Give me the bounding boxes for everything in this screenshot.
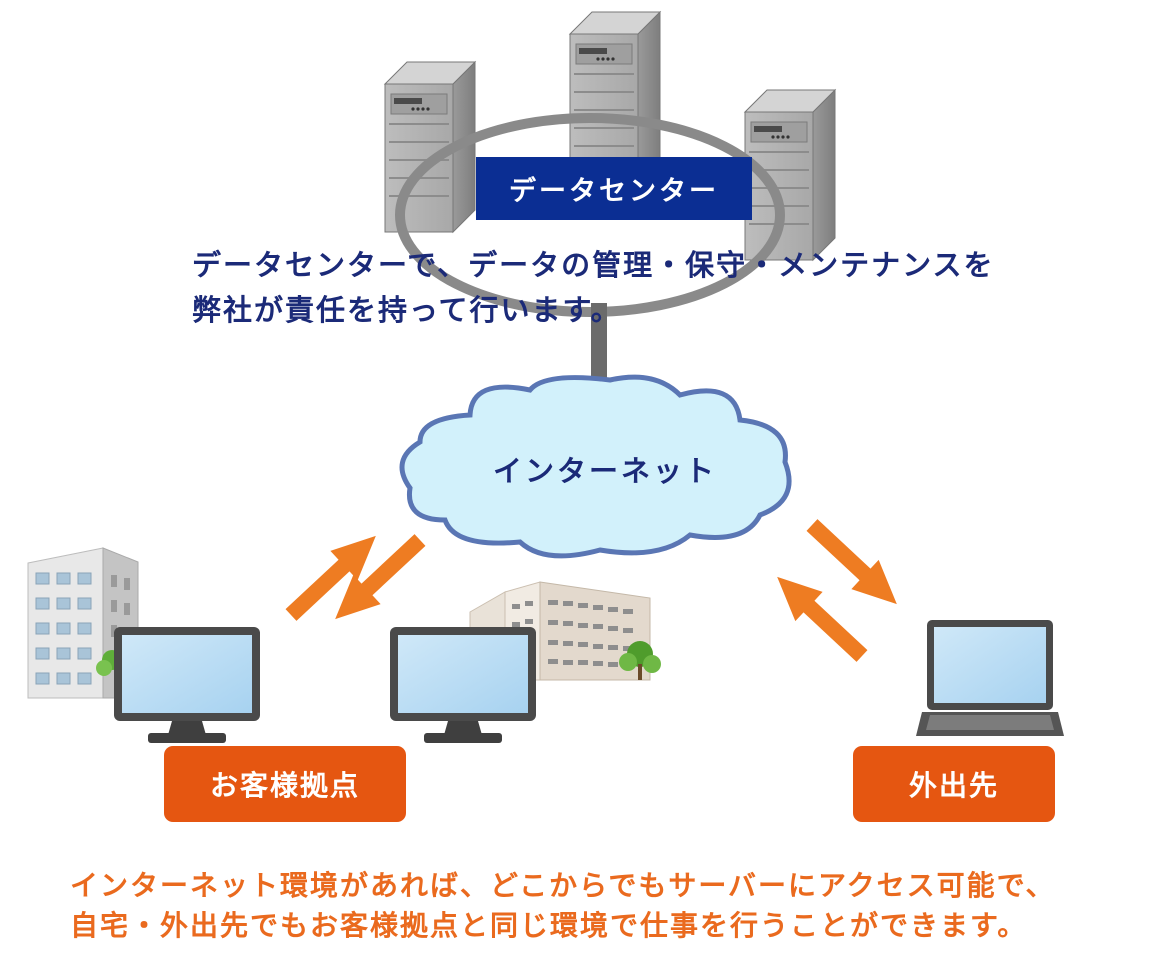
cloud-icon [399,374,792,559]
datacenter-label: データセンター [476,157,752,220]
remote-location-label: 外出先 [853,746,1055,822]
datacenter-ring [395,113,785,317]
desktop-monitor-icon [390,627,536,743]
arrow-icon [777,576,868,662]
office-building-icon [27,547,139,699]
datacenter-description-line1: データセンターで、データの管理・保守・メンテナンスを [192,248,995,282]
internet-label: インターネット [492,454,717,488]
tree-icon [619,641,661,680]
arrow-icon [285,535,376,621]
arrow-icon [806,519,897,605]
footer-text-line2: 自宅・外出先でもお客様拠点と同じ環境で仕事を行うことができます。 [70,909,1028,942]
customer-site-label: お客様拠点 [164,746,406,822]
datacenter-description-line2: 弊社が責任を持って行います。 [192,293,622,327]
laptop-icon [916,620,1064,736]
arrow-icon [335,534,426,620]
connector-line [591,303,607,383]
footer-text-line1: インターネット環境があれば、どこからでもサーバーにアクセス可能で、 [70,869,1056,902]
desktop-monitor-icon [114,627,260,743]
